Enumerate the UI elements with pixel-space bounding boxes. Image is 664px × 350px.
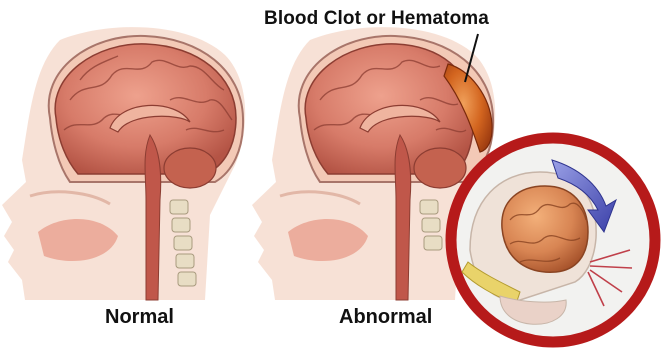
inset-brain (502, 186, 588, 272)
abnormal-spinal-cord (395, 135, 411, 300)
normal-head (2, 27, 245, 300)
normal-label: Normal (105, 306, 174, 329)
normal-cerebellum (164, 148, 216, 188)
abnormal-label: Abnormal (339, 306, 432, 329)
normal-spinal-cord (145, 135, 161, 300)
impact-inset (451, 138, 655, 342)
abnormal-cerebellum (414, 148, 466, 188)
hematoma-label: Blood Clot or Hematoma (264, 8, 489, 30)
